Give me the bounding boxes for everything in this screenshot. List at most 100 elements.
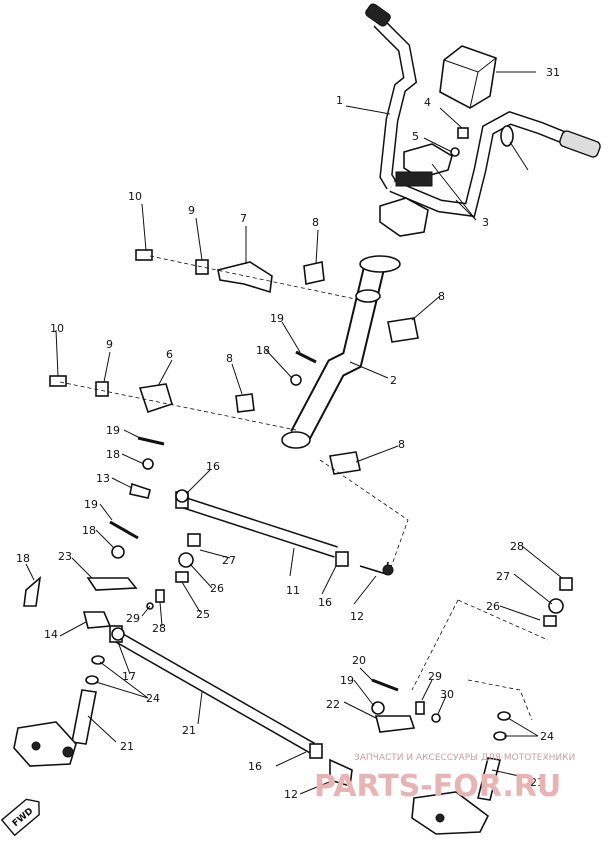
collar-25-right — [543, 615, 557, 627]
callout-14: 14 — [44, 628, 58, 641]
callout-1: 1 — [336, 94, 343, 107]
callout-22: 22 — [326, 698, 340, 711]
callout-15-b: 16 — [248, 760, 262, 773]
bolt-10-upper — [135, 249, 153, 261]
boot-24-left-b — [85, 675, 99, 685]
callout-17: 18 — [16, 552, 30, 565]
callout-25-left: 25 — [196, 608, 210, 621]
callout-12-b: 12 — [284, 788, 298, 801]
tie-rod-lower — [109, 625, 315, 754]
bushing-26-left — [178, 552, 194, 568]
column-holder-8-lower — [329, 451, 361, 475]
handlebar-bolt — [450, 127, 469, 157]
callout-19-a: 19 — [106, 424, 120, 437]
nut-18-upper — [290, 374, 302, 386]
bolt-28-right — [415, 701, 425, 715]
callout-8-d: 8 — [398, 438, 405, 451]
callout-19-b: 19 — [84, 498, 98, 511]
bolt-28-left — [155, 589, 165, 603]
callout-8-b: 8 — [438, 290, 445, 303]
callout-25-right: 26 — [486, 600, 500, 613]
callout-labels: 31 1 4 5 3 10 9 7 8 8 19 18 10 9 6 8 2 8… — [16, 66, 560, 801]
callout-18-a: 18 — [106, 448, 120, 461]
nut-18-b — [111, 545, 125, 559]
bushing-27-right — [559, 577, 573, 591]
callout-10-lower: 10 — [50, 322, 64, 335]
washer-29-right — [431, 713, 441, 723]
clamp-9-upper — [195, 259, 209, 275]
forward-direction-badge: FWD — [0, 798, 40, 837]
rod-end-12-lower — [329, 758, 353, 788]
handlebar-holder-upper — [403, 143, 453, 179]
column-bracket-lower — [138, 383, 173, 414]
watermark-caption: ЗАПЧАСТИ И АКСЕССУАРЫ ДЛЯ МОТОТЕХНИКИ — [354, 753, 575, 763]
callout-18-right: 19 — [340, 674, 354, 687]
callout-18-b: 18 — [82, 524, 96, 537]
cotter-19-right — [371, 678, 399, 692]
callout-5: 5 — [412, 130, 419, 143]
rod-end-14 — [82, 611, 112, 629]
callout-9-upper: 9 — [188, 204, 195, 217]
callout-28-left: 28 — [152, 622, 166, 635]
callout-26-left: 26 — [210, 582, 224, 595]
callout-28-right: 29 — [428, 670, 442, 683]
nut-18-right — [371, 701, 385, 715]
column-holder-8-middle — [235, 393, 255, 413]
dust-seal-16-b — [111, 627, 125, 641]
callout-21-left: 21 — [120, 740, 134, 753]
column-holder-8-upper — [303, 261, 325, 285]
site-watermark: ЗАПЧАСТИ И АКСЕССУАРЫ ДЛЯ МОТОТЕХНИКИ PA… — [314, 753, 575, 804]
clamp-9-lower — [95, 381, 109, 397]
callout-27-left: 27 — [222, 554, 236, 567]
callout-10-upper: 10 — [128, 190, 142, 203]
cotter-19-a — [137, 436, 165, 446]
callout-20: 21 — [182, 724, 196, 737]
steering-knuckle-left — [13, 689, 97, 767]
rod-end-upper — [335, 551, 394, 576]
handlebar — [365, 3, 601, 218]
callout-3: 3 — [482, 216, 489, 229]
callout-27-right: 28 — [510, 540, 524, 553]
dust-seal-16-a — [175, 489, 189, 503]
callout-6: 6 — [166, 348, 173, 361]
callout-13: 13 — [96, 472, 110, 485]
callout-26-right: 27 — [496, 570, 510, 583]
callout-30: 31 — [546, 66, 560, 79]
callout-16-b: 17 — [122, 670, 136, 683]
callout-16-a: 16 — [206, 460, 220, 473]
nut-18-a — [142, 458, 154, 470]
callout-2: 2 — [390, 374, 397, 387]
bushing-26-right — [548, 598, 564, 614]
callout-4: 4 — [424, 96, 431, 109]
handlebar-pad — [439, 45, 497, 109]
boot-24-right-a — [497, 711, 511, 721]
callout-15-a: 16 — [318, 596, 332, 609]
nut-15-lower — [309, 743, 323, 759]
cotter-19-b — [109, 520, 139, 540]
boot-24-left-a — [91, 655, 105, 665]
cotter-19-upper — [295, 350, 317, 364]
callout-19-right: 20 — [352, 654, 366, 667]
callout-9-lower: 9 — [106, 338, 113, 351]
callout-29-left: 29 — [126, 612, 140, 625]
rod-end-13 — [129, 482, 151, 499]
steering-column — [281, 255, 401, 449]
steering-knuckle-right — [411, 757, 501, 835]
bolt-10-lower — [49, 375, 67, 387]
watermark-brand: PARTS-FOR.RU — [314, 769, 561, 804]
bushing-27-left — [187, 533, 201, 547]
callout-18-upper: 18 — [256, 344, 270, 357]
column-holder-8-right — [387, 317, 419, 343]
grip-end — [500, 125, 514, 147]
column-bracket-upper — [217, 261, 273, 294]
bolt-17 — [23, 576, 42, 607]
callout-21-right: 21 — [530, 776, 544, 789]
callout-8-a: 8 — [312, 216, 319, 229]
callout-12-a: 12 — [350, 610, 364, 623]
callout-8-c: 8 — [226, 352, 233, 365]
leader-lines — [25, 71, 563, 795]
callout-19-upper: 19 — [270, 312, 284, 325]
callout-11: 11 — [286, 584, 300, 597]
collar-25-left — [175, 571, 189, 583]
